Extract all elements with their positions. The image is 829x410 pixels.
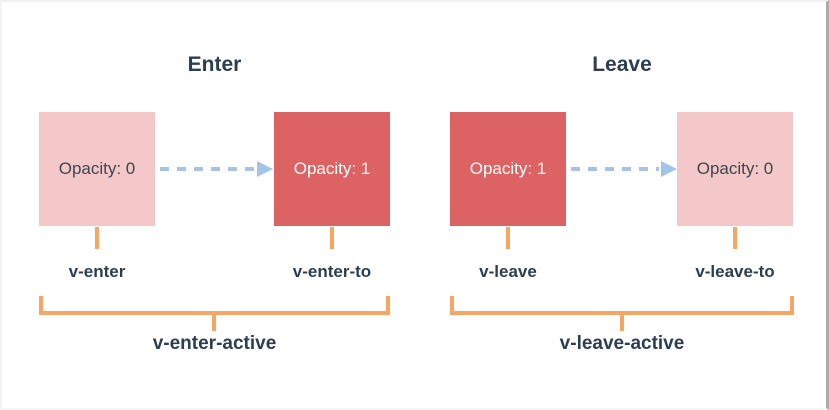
leave-start-connector-line bbox=[506, 227, 510, 249]
leave-active-bracket bbox=[450, 296, 794, 315]
enter-end-box: Opacity: 1 bbox=[274, 112, 390, 226]
enter-start-box-label: Opacity: 0 bbox=[58, 159, 136, 178]
leave-active-bracket-stem bbox=[620, 314, 624, 331]
leave-arrow-head-icon bbox=[661, 161, 677, 177]
leave-section-title: Leave bbox=[592, 53, 652, 76]
enter-arrow-head-icon bbox=[257, 161, 273, 177]
leave-start-box: Opacity: 1 bbox=[450, 112, 566, 226]
leave-end-box-label: Opacity: 0 bbox=[696, 159, 774, 178]
enter-section-title: Enter bbox=[187, 53, 242, 76]
enter-start-box: Opacity: 0 bbox=[39, 112, 155, 226]
enter-active-bracket bbox=[39, 296, 390, 315]
v-enter-label: v-enter bbox=[68, 262, 126, 281]
enter-end-connector-line bbox=[330, 227, 334, 249]
v-enter-to-label: v-enter-to bbox=[292, 262, 372, 281]
leave-end-connector-line bbox=[733, 227, 737, 249]
leave-end-box: Opacity: 0 bbox=[677, 112, 793, 226]
leave-dashed-arrow-line bbox=[571, 167, 659, 171]
enter-dashed-arrow-line bbox=[160, 167, 255, 171]
leave-start-box-label: Opacity: 1 bbox=[469, 159, 547, 178]
v-leave-label: v-leave bbox=[479, 262, 537, 281]
enter-start-connector-line bbox=[95, 227, 99, 249]
enter-active-bracket-stem bbox=[212, 314, 216, 331]
v-leave-active-label: v-leave-active bbox=[559, 333, 685, 354]
enter-end-box-label: Opacity: 1 bbox=[293, 159, 371, 178]
v-enter-active-label: v-enter-active bbox=[152, 333, 277, 354]
v-leave-to-label: v-leave-to bbox=[695, 262, 775, 281]
